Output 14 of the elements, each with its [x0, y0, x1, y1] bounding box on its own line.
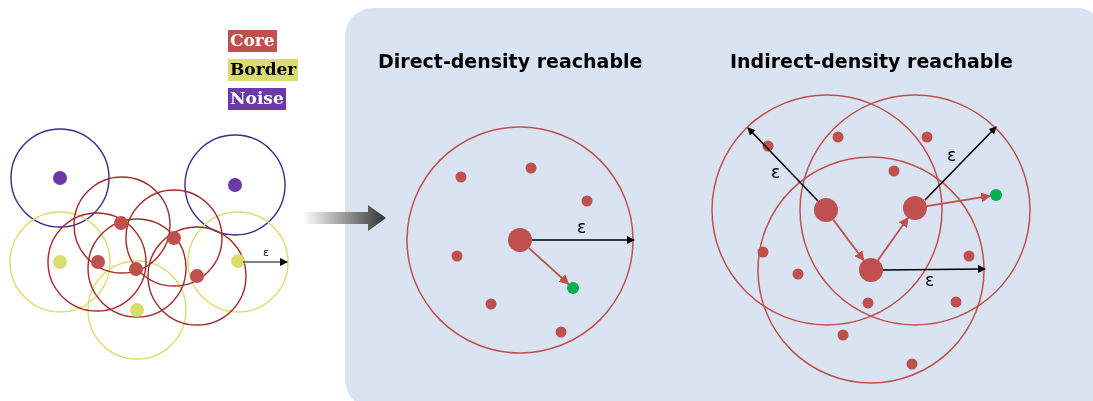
section-heading: Indirect-density reachable: [730, 52, 1013, 71]
reachability-arrow: [832, 218, 865, 262]
epsilon-label: ε: [925, 272, 935, 289]
section-heading: Direct-density reachable: [378, 52, 643, 71]
reachability-arrow: [877, 216, 909, 262]
epsilon-label: ε: [947, 147, 957, 164]
epsilon-label: ε: [577, 219, 587, 236]
epsilon-label: ε: [771, 164, 781, 181]
reachability-arrow: [528, 247, 570, 285]
legend-entry: Border: [228, 59, 299, 81]
legend-entry: Noise: [228, 88, 286, 110]
epsilon-label: ε: [263, 247, 269, 258]
reachability-arrow: [925, 192, 992, 207]
legend-entry: Core: [228, 30, 277, 52]
